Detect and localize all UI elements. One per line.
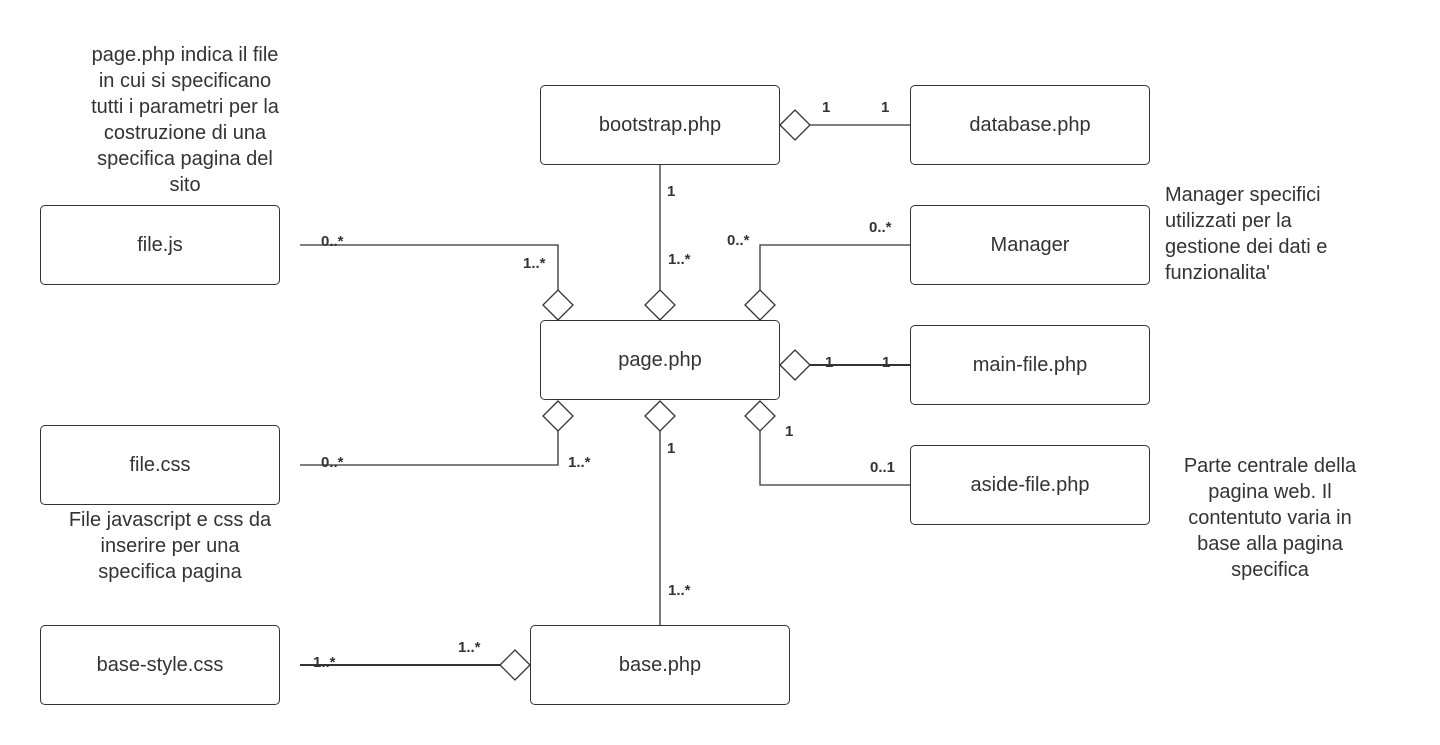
note-aside-line: base alla pagina	[1197, 533, 1343, 555]
box-file-css-label: file.css	[129, 453, 191, 476]
note-css-line: File javascript e css da	[68, 509, 272, 531]
note-page-line: page.php indica il file	[91, 44, 279, 66]
note-page-line: tutti i parametri per la	[91, 96, 279, 118]
box-manager-label: Manager	[990, 233, 1070, 256]
aggregation-diamond-page-bootstrap	[644, 289, 676, 321]
note-aside-line: contentuto varia in	[1188, 507, 1352, 529]
aggregation-diamond-page-manager	[744, 289, 776, 321]
note-aside-line: Parte centrale della	[1183, 455, 1357, 477]
box-file-css[interactable]: file.css	[40, 425, 280, 505]
multiplicity-label: 0..*	[321, 454, 344, 471]
multiplicity-label: 1..*	[458, 639, 481, 656]
connector-aside-page	[759, 431, 910, 486]
multiplicity-label: 1..*	[523, 255, 546, 272]
multiplicity-label: 0..*	[869, 219, 892, 236]
aggregation-diamond-page-base	[644, 400, 676, 432]
multiplicity-label: 1..*	[313, 654, 336, 671]
note-manager-line: funzionalita'	[1165, 262, 1270, 284]
multiplicity-label: 1	[785, 423, 794, 440]
box-main-file[interactable]: main-file.php	[910, 325, 1150, 405]
note-css-line: specifica pagina	[98, 561, 242, 583]
box-database[interactable]: database.php	[910, 85, 1150, 165]
note-aside-line: pagina web. Il	[1208, 481, 1332, 503]
note-aside: Parte centrale della pagina web. Il cont…	[1150, 453, 1390, 583]
connector-manager-page	[759, 244, 910, 290]
note-manager-line: Manager specifici	[1165, 184, 1321, 206]
box-page[interactable]: page.php	[540, 320, 780, 400]
multiplicity-label: 1..*	[668, 582, 691, 599]
box-page-label: page.php	[618, 348, 702, 371]
box-base[interactable]: base.php	[530, 625, 790, 705]
note-page-line: in cui si specificano	[98, 70, 272, 92]
note-aside-line: specifica	[1231, 559, 1309, 581]
note-page-line: costruzione di una	[103, 122, 267, 144]
connector-filecss-page	[300, 431, 559, 466]
box-file-js[interactable]: file.js	[40, 205, 280, 285]
box-base-style[interactable]: base-style.css	[40, 625, 280, 705]
note-page: page.php indica il file in cui si specif…	[55, 42, 315, 198]
box-database-label: database.php	[969, 113, 1091, 136]
multiplicity-label: 0..1	[870, 459, 896, 476]
multiplicity-label: 1	[825, 354, 834, 371]
aggregation-diamond-page-aside	[744, 400, 776, 432]
multiplicity-label: 1	[882, 354, 891, 371]
multiplicity-label: 0..*	[727, 232, 750, 249]
note-page-line: sito	[169, 174, 201, 196]
note-manager: Manager specifici utilizzati per la gest…	[1165, 182, 1405, 286]
box-main-file-label: main-file.php	[972, 353, 1088, 376]
aggregation-diamond-page-filecss	[542, 400, 574, 432]
multiplicity-label: 1..*	[568, 454, 591, 471]
aggregation-diamond-page-filejs	[542, 289, 574, 321]
multiplicity-label: 1	[822, 99, 831, 116]
aggregation-diamond-page-mainfile	[779, 349, 811, 381]
note-css: File javascript e css da inserire per un…	[40, 507, 300, 585]
box-file-js-label: file.js	[137, 233, 183, 256]
multiplicity-label: 1	[667, 183, 676, 200]
multiplicity-label: 0..*	[321, 233, 344, 250]
box-bootstrap-label: bootstrap.php	[598, 113, 722, 136]
note-manager-line: utilizzati per la	[1165, 210, 1292, 232]
note-manager-line: gestione dei dati e	[1165, 236, 1328, 258]
multiplicity-label: 1..*	[668, 251, 691, 268]
aggregation-diamond-base	[499, 649, 531, 681]
multiplicity-label: 1	[667, 440, 676, 457]
box-manager[interactable]: Manager	[910, 205, 1150, 285]
note-css-line: inserire per una	[100, 535, 240, 557]
box-aside-file-label: aside-file.php	[970, 473, 1090, 496]
aggregation-diamond-bootstrap	[779, 109, 811, 141]
multiplicity-label: 1	[881, 99, 890, 116]
box-base-label: base.php	[618, 653, 702, 676]
note-page-line: specifica pagina del	[97, 148, 273, 170]
box-bootstrap[interactable]: bootstrap.php	[540, 85, 780, 165]
box-base-style-label: base-style.css	[96, 653, 224, 676]
connector-filejs-page	[300, 244, 559, 290]
box-aside-file[interactable]: aside-file.php	[910, 445, 1150, 525]
